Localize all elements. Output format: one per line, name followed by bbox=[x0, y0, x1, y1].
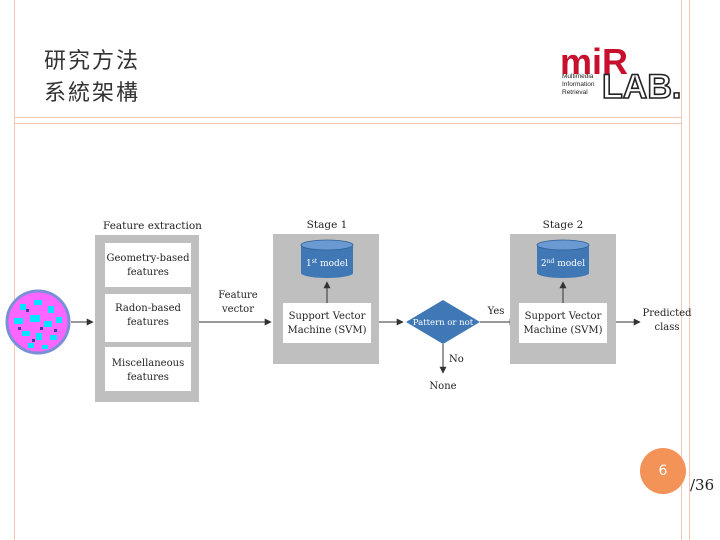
slide-title-line1: 研究方法 bbox=[44, 49, 141, 74]
slide-total: /36 bbox=[690, 476, 715, 494]
mirlab-logo: miR LAB. Multimedia Information Retrieva… bbox=[560, 41, 682, 102]
feature-box-radon: Radon-based features bbox=[105, 294, 191, 342]
frame-line-right-outer bbox=[689, 0, 690, 540]
feature-vector-line2: vector bbox=[221, 304, 254, 315]
feature-box-geometry-line1: Geometry-based bbox=[107, 253, 191, 264]
slide-title: 研究方法 系統架構 bbox=[44, 46, 140, 110]
logo-line2: Information bbox=[562, 81, 595, 88]
stage2-model-label: 2nd model bbox=[541, 258, 585, 269]
feature-box-misc-line1: Miscellaneous bbox=[112, 358, 184, 369]
wafer-map-image bbox=[5, 289, 71, 355]
logo-brand-right: LAB. bbox=[602, 68, 681, 102]
feature-vector-line1: Feature bbox=[218, 290, 258, 301]
system-architecture-diagram: Feature extraction Geometry-based featur… bbox=[5, 219, 693, 402]
feature-box-geometry: Geometry-based features bbox=[105, 243, 191, 287]
slide-number-badge: 6 bbox=[640, 448, 686, 494]
stage2-svm-box: Support Vector Machine (SVM) bbox=[519, 303, 607, 343]
frame-line-left bbox=[14, 0, 15, 540]
output-line2: class bbox=[654, 322, 679, 333]
frame-line-right-inner bbox=[681, 0, 682, 540]
logo-line3: Retrieval bbox=[562, 89, 588, 96]
stage2-svm-line2: Machine (SVM) bbox=[523, 325, 602, 336]
feature-box-radon-line2: features bbox=[127, 317, 169, 328]
stage2-title: Stage 2 bbox=[543, 219, 584, 231]
logo-brand-left: miR bbox=[560, 41, 628, 82]
stage1-model-cylinder: 1st model bbox=[300, 239, 354, 278]
title-divider-bottom bbox=[14, 123, 681, 124]
logo-line1: Multimedia bbox=[562, 73, 594, 80]
title-divider-top bbox=[14, 117, 681, 118]
stage2-model-cylinder: 2nd model bbox=[536, 239, 590, 278]
output-line1: Predicted bbox=[643, 308, 693, 319]
feature-box-radon-line1: Radon-based bbox=[115, 303, 181, 314]
stage1-title: Stage 1 bbox=[307, 219, 348, 231]
decision-diamond: Pattern or not bbox=[406, 300, 480, 344]
stage1-svm-line1: Support Vector bbox=[289, 311, 366, 322]
stage1-model-label: 1st model bbox=[306, 258, 348, 269]
decision-none-label: None bbox=[429, 381, 456, 392]
slide-title-line2: 系統架構 bbox=[44, 81, 141, 106]
stage1-svm-box: Support Vector Machine (SVM) bbox=[283, 303, 371, 343]
feature-extraction-title: Feature extraction bbox=[103, 220, 202, 232]
feature-box-misc-line2: features bbox=[127, 372, 169, 383]
stage2-svm-line1: Support Vector bbox=[525, 311, 602, 322]
decision-label: Pattern or not bbox=[413, 318, 474, 328]
stage1-svm-line2: Machine (SVM) bbox=[287, 325, 366, 336]
decision-no-label: No bbox=[449, 354, 464, 365]
feature-box-miscellaneous: Miscellaneous features bbox=[105, 347, 191, 391]
decision-yes-label: Yes bbox=[487, 306, 505, 317]
feature-box-geometry-line2: features bbox=[127, 267, 169, 278]
